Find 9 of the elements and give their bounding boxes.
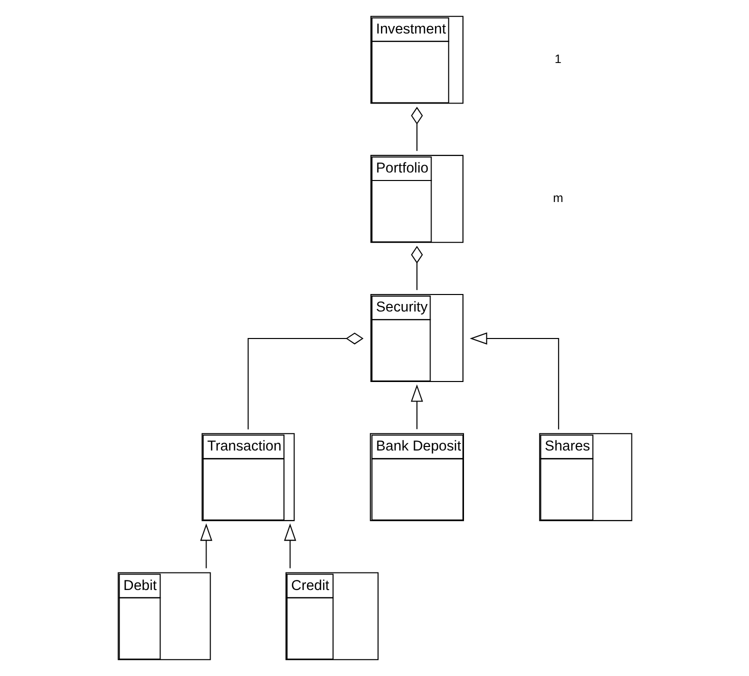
label: m: [552, 191, 563, 206]
connector: [410, 246, 422, 290]
connector: [410, 106, 422, 151]
arrow: [284, 523, 296, 568]
arrow: [469, 332, 559, 430]
label: 1: [554, 52, 561, 66]
arrow: [410, 384, 423, 430]
arrow: [200, 523, 212, 568]
connector: [247, 332, 364, 430]
